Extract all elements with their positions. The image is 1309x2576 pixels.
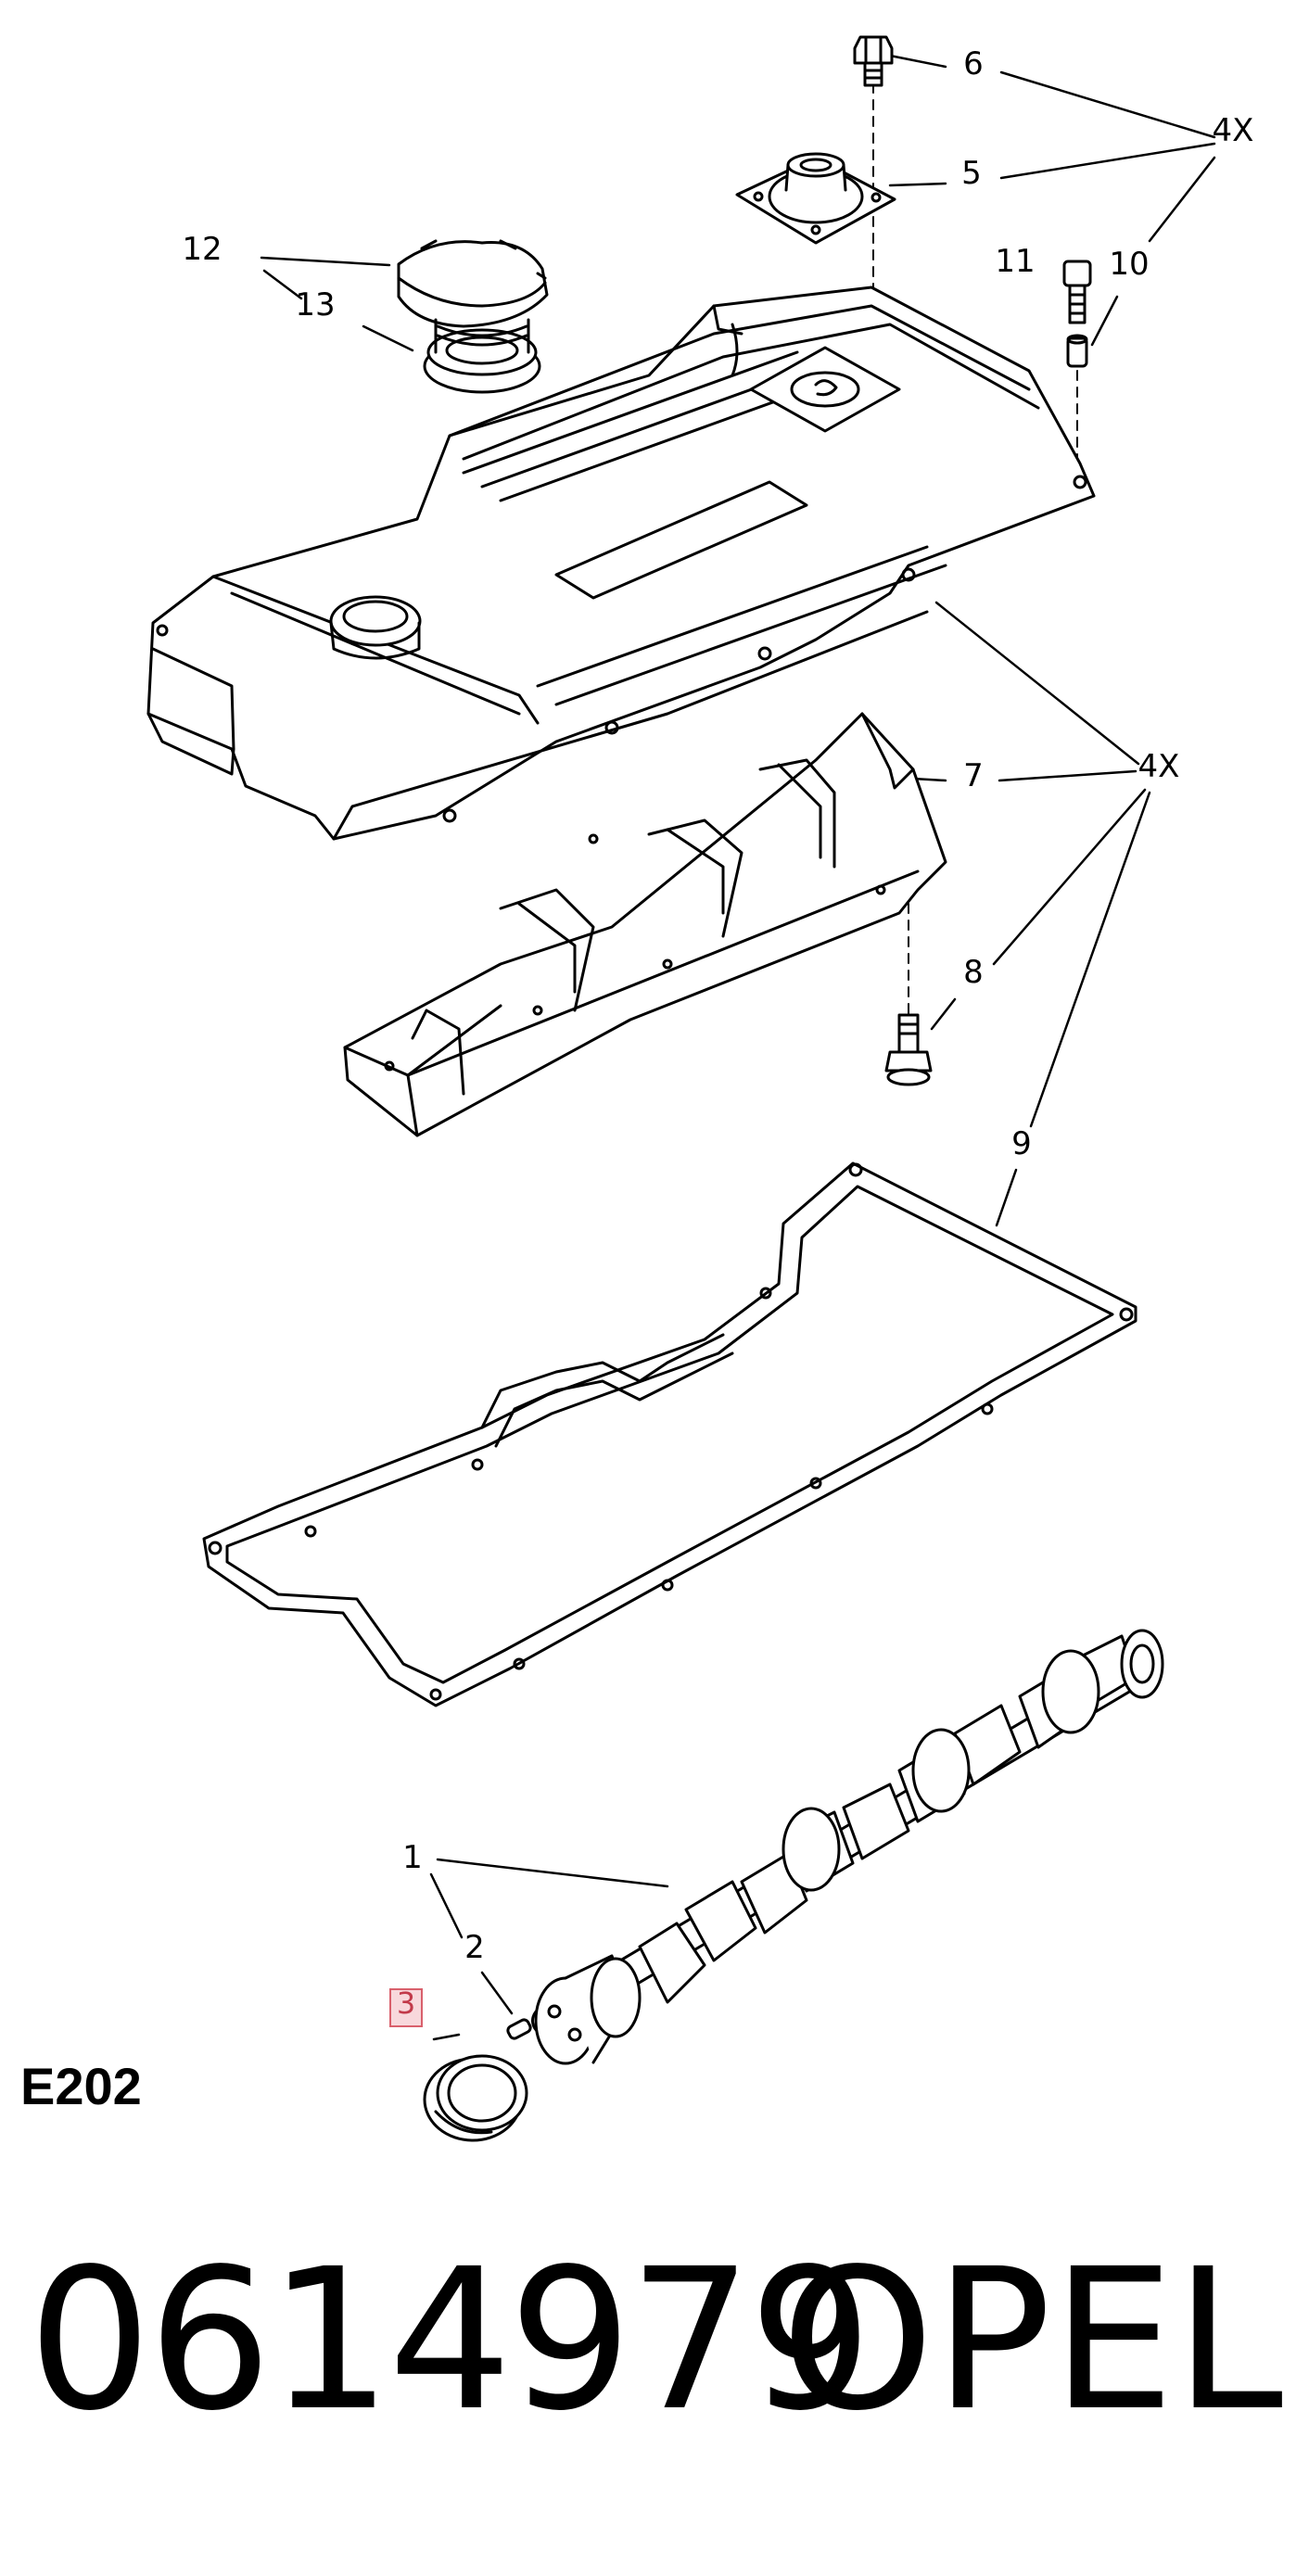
callout-c5: 5 [961,155,982,192]
callout-c3: 3 [397,1986,415,2021]
diagram-code: E202 [20,2057,142,2115]
callout-c1: 1 [402,1839,423,1876]
callout-c11: 11 [995,243,1035,280]
sleeve-part-10 [1066,334,1088,368]
baffle-plate-part-7 [343,712,947,1137]
callout-c9: 9 [1011,1125,1032,1162]
callout-c13: 13 [295,286,335,324]
bolt-part-6 [853,35,894,87]
leader-lines [260,54,1216,2041]
grommet-plate-part-5 [735,152,896,245]
bolt-part-8 [884,1013,933,1086]
oil-filler-seal-part-13 [423,318,541,394]
callout-c6: 6 [963,45,984,82]
callout-c2: 2 [464,1929,485,1966]
camshaft-part-1 [531,1629,1164,2065]
callout-c12: 12 [182,231,222,268]
brand-name: OPEL [781,2227,1283,2454]
highlight-box-part-3 [389,1988,423,2027]
callout-c4x_mid: 4X [1138,748,1180,785]
callout-c8: 8 [963,954,984,991]
gasket-part-9 [202,1161,1137,1707]
dowel-pin-part-2 [506,2018,532,2040]
cylinder-head-cover [146,286,1096,841]
oil-filler-cap-part-12 [397,239,549,328]
camshaft-seal-part-3 [423,2054,528,2142]
callout-c4x_top: 4X [1213,112,1254,149]
callout-c7: 7 [963,757,984,794]
callout-c10: 10 [1109,246,1149,283]
bolt-part-11 [1062,260,1092,324]
part-number: 0614979 [28,2227,872,2454]
